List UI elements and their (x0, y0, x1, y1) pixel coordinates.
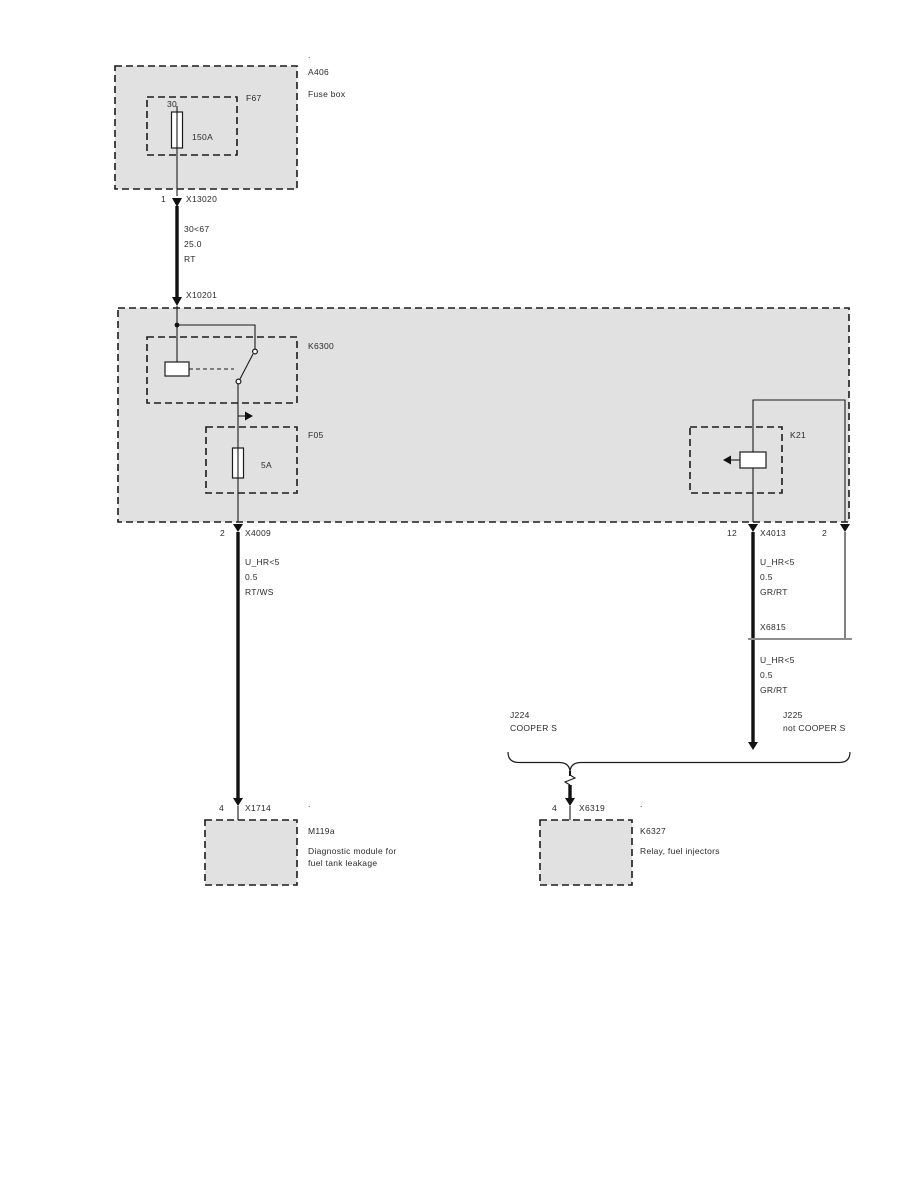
connector-x4013-pin12: 12 (727, 528, 738, 538)
fuse-f67-terminal: 30 (167, 99, 178, 109)
module-m119a-ref: M119a (308, 826, 335, 836)
wire-left-size: 0.5 (245, 572, 258, 582)
wire-left-circuit: U_HR<5 (245, 557, 280, 567)
relay-k21-ref: K21 (790, 430, 807, 440)
fusebox-dot: . (308, 50, 311, 60)
wire-end-arrow (748, 742, 758, 750)
connector-x13020-pin: 1 (161, 194, 167, 204)
connector-x4013-pin2-arrow (840, 524, 850, 532)
variant-j224-ref: J224 (510, 710, 530, 720)
variant-j225-desc: not COOPER S (783, 723, 846, 733)
wire-feed-size: 25.0 (184, 239, 202, 249)
connector-x13020-id: X13020 (186, 194, 218, 204)
connector-x6319-arrow (565, 798, 575, 806)
fusebox-a406-outline (114, 65, 298, 190)
wire-right-lower-size: 0.5 (760, 670, 773, 680)
connector-x4013-id: X4013 (760, 528, 787, 538)
connector-x10201-arrow (172, 297, 182, 306)
wire-break-symbol (563, 774, 577, 786)
fuse-f05-symbol (231, 447, 245, 522)
relay-k6327-outline (539, 819, 633, 886)
connector-x1714-pin: 4 (219, 803, 225, 813)
relay-k6327-ref: K6327 (640, 826, 667, 836)
wire-feed-circuit: 30<67 (184, 224, 210, 234)
wire-right-upper-circuit: U_HR<5 (760, 557, 795, 567)
connector-x4009-arrow (233, 524, 243, 532)
connector-x4009-id: X4009 (245, 528, 272, 538)
relay-k6300-symbol (164, 324, 259, 448)
fusebox-name: Fuse box (308, 89, 346, 99)
connector-x4013-pin2: 2 (822, 528, 828, 538)
variant-j225-ref: J225 (783, 710, 803, 720)
relay-k21-symbol (723, 399, 846, 522)
relay-k6300-outline (146, 336, 298, 404)
wire-right-upper-color: GR/RT (760, 587, 788, 597)
main-assembly-outline (117, 307, 850, 523)
fuse-f67-ref: F67 (246, 93, 262, 103)
relay-k6300-ref: K6300 (308, 341, 335, 351)
connector-x4013-pin12-arrow (748, 524, 758, 532)
connector-x13020-arrow (172, 198, 182, 207)
variant-j224-desc: COOPER S (510, 723, 558, 733)
fuse-f05-outline (205, 426, 298, 494)
relay-k6327-desc: Relay, fuel injectors (640, 846, 720, 856)
fuse-f05-rating: 5A (261, 460, 272, 470)
fuse-f05-ref: F05 (308, 430, 324, 440)
module-m119a-outline (204, 819, 298, 886)
wire-right-upper-size: 0.5 (760, 572, 773, 582)
module-m119a-dot: . (308, 799, 311, 809)
relay-k6327-dot: . (640, 799, 643, 809)
wire-right-lower-color: GR/RT (760, 685, 788, 695)
wire-right-lower-circuit: U_HR<5 (760, 655, 795, 665)
relay-k21-outline (689, 426, 783, 494)
module-m119a-desc1: Diagnostic module for (308, 846, 397, 856)
variant-options-brace (507, 751, 851, 772)
connector-x6319-pin: 4 (552, 803, 558, 813)
connector-x1714-id: X1714 (245, 803, 272, 813)
fuse-f67-symbol (170, 106, 184, 196)
connector-x6815-id: X6815 (760, 622, 787, 632)
connector-x10201-id: X10201 (186, 290, 218, 300)
wire-left-color: RT/WS (245, 587, 274, 597)
connector-x4009-pin: 2 (220, 528, 226, 538)
wire-to-k6327 (563, 771, 577, 798)
wire-feed-color: RT (184, 254, 196, 264)
module-m119a-desc2: fuel tank leakage (308, 858, 378, 868)
fusebox-ref: A406 (308, 67, 330, 77)
connector-x1714-arrow (233, 798, 243, 806)
connector-x6319-id: X6319 (579, 803, 606, 813)
fuse-f67-outline (146, 96, 238, 156)
fuse-f67-rating: 150A (192, 132, 214, 142)
